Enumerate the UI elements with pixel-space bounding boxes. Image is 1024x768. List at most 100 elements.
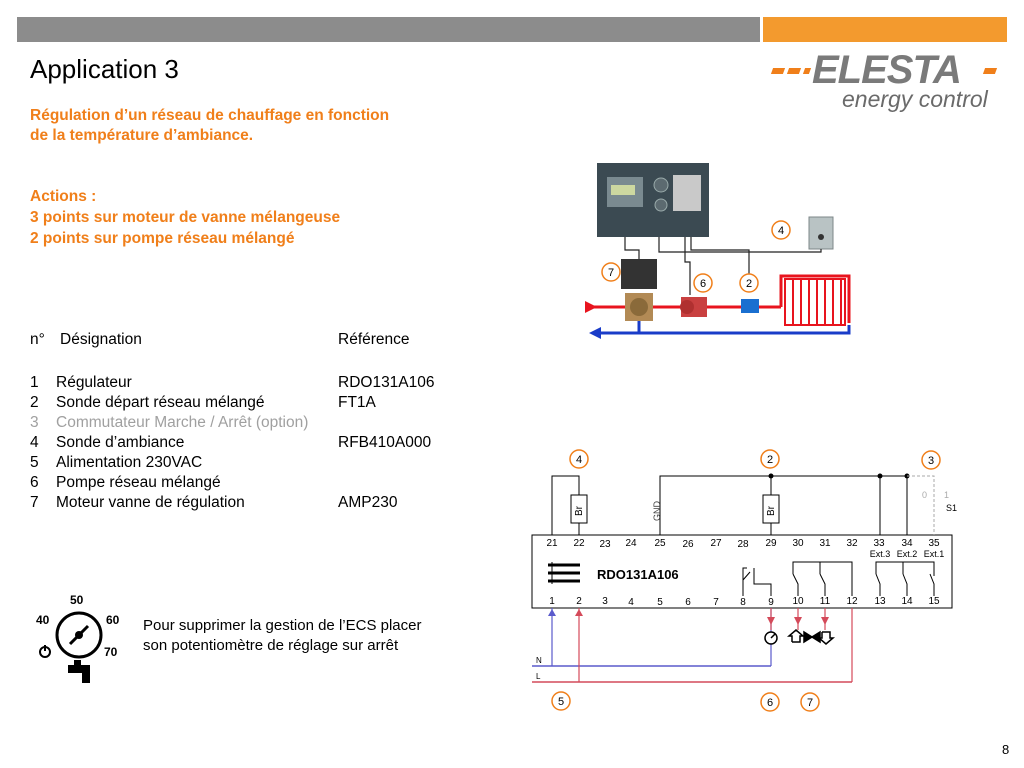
svg-text:12: 12 bbox=[846, 596, 858, 607]
svg-text:32: 32 bbox=[846, 538, 858, 549]
controller-body bbox=[531, 534, 953, 609]
junction-dot bbox=[877, 473, 883, 479]
tap-icon bbox=[68, 660, 90, 683]
row-number: 3 bbox=[30, 414, 39, 431]
row-number: 6 bbox=[30, 474, 39, 491]
svg-text:5: 5 bbox=[657, 597, 663, 608]
svg-text:21: 21 bbox=[546, 538, 558, 549]
supply-pipe bbox=[779, 274, 851, 323]
arrow-icon bbox=[794, 617, 802, 625]
col-designation: Désignation bbox=[60, 331, 142, 348]
callout: 5 bbox=[551, 691, 571, 711]
svg-text:23: 23 bbox=[599, 539, 611, 550]
arrow-icon bbox=[548, 609, 556, 616]
wire bbox=[690, 237, 750, 285]
dial-label-50: 50 bbox=[70, 593, 84, 607]
logo-tagline: energy control bbox=[842, 86, 988, 112]
svg-text:8: 8 bbox=[740, 597, 746, 608]
elesta-logo: ELESTA energy control bbox=[770, 48, 1010, 114]
logo-brand: ELESTA bbox=[812, 48, 962, 92]
header-bar-orange bbox=[763, 17, 1007, 42]
return-arrow-icon bbox=[589, 327, 601, 339]
svg-text:26: 26 bbox=[682, 539, 694, 550]
dial-label-60: 60 bbox=[106, 613, 120, 627]
svg-text:1: 1 bbox=[944, 490, 949, 500]
wire bbox=[624, 237, 640, 259]
dial-center bbox=[75, 631, 83, 639]
svg-text:27: 27 bbox=[710, 538, 722, 549]
row-reference: FT1A bbox=[338, 394, 376, 411]
arrow-icon bbox=[767, 617, 775, 625]
switch-label: S1 bbox=[946, 503, 957, 513]
radiator bbox=[784, 278, 846, 326]
svg-text:Ext.3: Ext.3 bbox=[870, 549, 891, 559]
valve-symbol-icon bbox=[786, 629, 836, 645]
hydraulic-diagram: 4 7 6 2 bbox=[585, 163, 851, 339]
circulation-pump bbox=[680, 297, 707, 317]
svg-text:1: 1 bbox=[549, 596, 555, 607]
svg-text:4: 4 bbox=[576, 454, 582, 466]
svg-text:4: 4 bbox=[778, 225, 784, 237]
svg-text:Ext.1: Ext.1 bbox=[924, 549, 945, 559]
svg-text:13: 13 bbox=[874, 596, 886, 607]
row-designation: Pompe réseau mélangé bbox=[56, 474, 221, 491]
note-line-1: Pour supprimer la gestion de l’ECS place… bbox=[143, 617, 422, 634]
callout: 7 bbox=[800, 692, 820, 712]
row-designation: Moteur vanne de régulation bbox=[56, 494, 245, 511]
dhw-dial-icon: 50 40 60 70 bbox=[36, 593, 120, 683]
svg-text:7: 7 bbox=[807, 697, 813, 709]
note-line-2: son potentiomètre de réglage sur arrêt bbox=[143, 637, 399, 654]
header-bar-gray bbox=[17, 17, 760, 42]
pump-symbol-icon bbox=[764, 631, 778, 645]
action-item-1: 3 points sur moteur de vanne mélangeuse bbox=[30, 209, 341, 226]
svg-text:2: 2 bbox=[767, 454, 773, 466]
row-designation: Sonde d’ambiance bbox=[56, 434, 185, 451]
arrow-icon bbox=[821, 617, 829, 625]
power-off-icon bbox=[39, 645, 51, 658]
valve-actuator bbox=[621, 259, 657, 289]
dial-label-70: 70 bbox=[104, 645, 118, 659]
svg-text:22: 22 bbox=[573, 538, 585, 549]
callout: 4 bbox=[569, 449, 589, 469]
top-wiring bbox=[551, 475, 908, 535]
row-designation: Sonde départ réseau mélangé bbox=[56, 394, 265, 411]
page-number: 8 bbox=[1002, 742, 1010, 757]
svg-text:10: 10 bbox=[792, 596, 804, 607]
row-number: 1 bbox=[30, 374, 39, 391]
subtitle-line-2: de la température d’ambiance. bbox=[30, 127, 254, 144]
flow-sensor bbox=[741, 299, 759, 313]
svg-text:35: 35 bbox=[928, 538, 940, 549]
svg-text:2: 2 bbox=[576, 596, 582, 607]
callout: 3 bbox=[921, 450, 941, 470]
subtitle-line-1: Régulation d’un réseau de chauffage en f… bbox=[30, 107, 390, 124]
wire bbox=[658, 237, 822, 253]
callout: 2 bbox=[739, 273, 759, 293]
svg-text:33: 33 bbox=[873, 538, 885, 549]
sensor-label: Br bbox=[766, 505, 777, 516]
device-label: RDO131A106 bbox=[597, 567, 679, 582]
ext-labels: Ext.3 Ext.2 Ext.1 bbox=[870, 549, 945, 559]
return-pipe bbox=[595, 325, 851, 335]
svg-text:3: 3 bbox=[928, 455, 934, 467]
svg-text:9: 9 bbox=[768, 597, 774, 608]
svg-text:Ext.2: Ext.2 bbox=[897, 549, 918, 559]
svg-text:11: 11 bbox=[820, 596, 831, 607]
mixing-valve bbox=[625, 293, 653, 321]
switch-labels: 0 1 bbox=[922, 490, 949, 500]
callout: 2 bbox=[760, 449, 780, 469]
bottom-terminals: 1 2 3 4 5 6 7 8 9 10 11 12 13 14 15 bbox=[549, 596, 940, 608]
row-number: 4 bbox=[30, 434, 39, 451]
svg-text:0: 0 bbox=[922, 490, 927, 500]
row-number: 5 bbox=[30, 454, 39, 471]
svg-text:3: 3 bbox=[602, 596, 608, 607]
transformer-icon bbox=[548, 562, 580, 584]
svg-text:30: 30 bbox=[792, 538, 804, 549]
svg-text:4: 4 bbox=[628, 597, 634, 608]
wire bbox=[684, 237, 691, 295]
row-reference: RFB410A000 bbox=[338, 434, 432, 451]
actions-heading: Actions : bbox=[30, 188, 97, 205]
svg-text:7: 7 bbox=[608, 267, 614, 279]
svg-text:6: 6 bbox=[767, 697, 773, 709]
svg-text:2: 2 bbox=[746, 278, 752, 290]
callout: 4 bbox=[771, 220, 791, 240]
